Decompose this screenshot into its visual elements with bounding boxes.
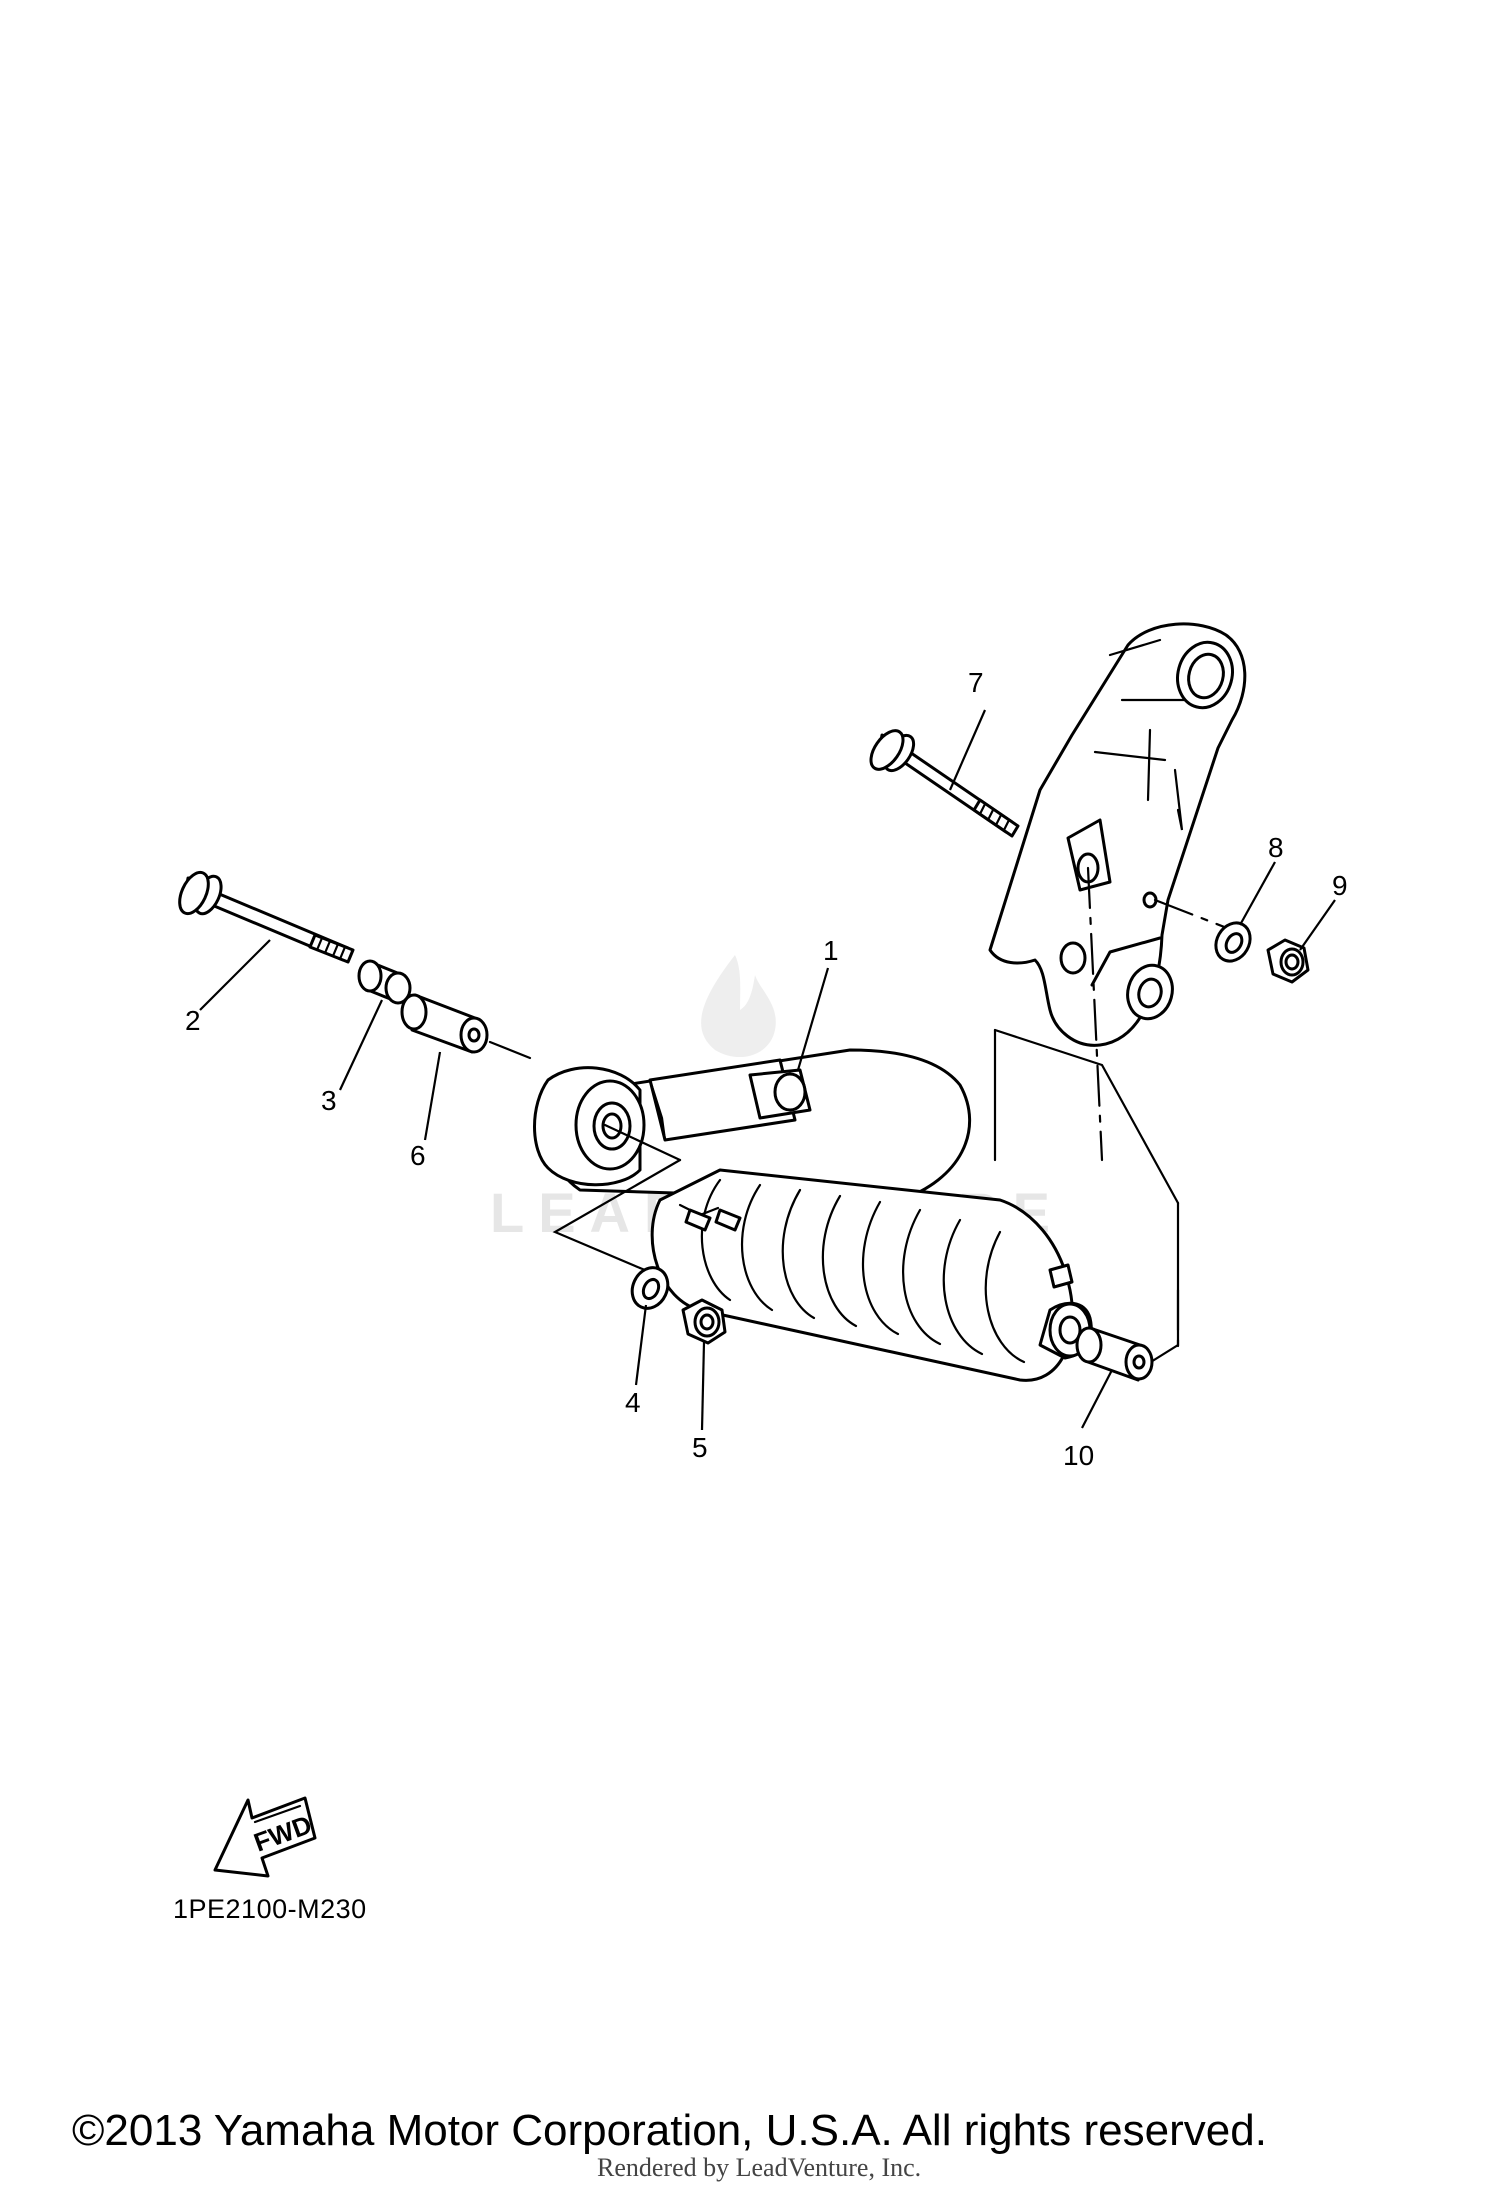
callout-8: 8: [1268, 832, 1284, 863]
callout-1: 1: [823, 935, 839, 966]
callout-leaders: [199, 709, 1336, 1431]
copyright-notice: ©2013 Yamaha Motor Corporation, U.S.A. A…: [72, 2106, 1267, 2155]
callout-6: 6: [410, 1140, 426, 1171]
part-5-nut: [681, 1298, 727, 1345]
callout-9: 9: [1332, 870, 1348, 901]
part-7-bolt: [869, 729, 1020, 838]
part-6-collar: [400, 993, 489, 1054]
callout-10: 10: [1063, 1440, 1094, 1471]
part-1-rear-shock: [533, 1048, 1093, 1382]
callout-4: 4: [625, 1387, 641, 1418]
diagram-code: 1PE2100-M230: [173, 1894, 367, 1924]
part-4-washer: [630, 1266, 670, 1310]
part-3-collar: [357, 959, 412, 1005]
callout-labels: 1 2 3 4 5 6 7 8 9 10: [185, 667, 1348, 1471]
axis-guide-left: [488, 1040, 532, 1060]
watermark-flame-icon: [701, 955, 776, 1058]
relay-arm-bracket: [988, 622, 1247, 1047]
part-2-bolt: [178, 870, 355, 964]
part-8-washer: [1214, 921, 1252, 963]
callout-2: 2: [185, 1005, 201, 1036]
callout-7: 7: [968, 667, 984, 698]
rendered-by-note: Rendered by LeadVenture, Inc.: [597, 2153, 921, 2182]
part-9-nut: [1266, 938, 1310, 984]
callout-5: 5: [692, 1432, 708, 1463]
fwd-arrow-icon: FWD: [213, 1796, 317, 1878]
callout-3: 3: [321, 1085, 337, 1116]
assembly-guides-right: [993, 866, 1234, 1372]
part-10-collar: [1075, 1326, 1154, 1382]
